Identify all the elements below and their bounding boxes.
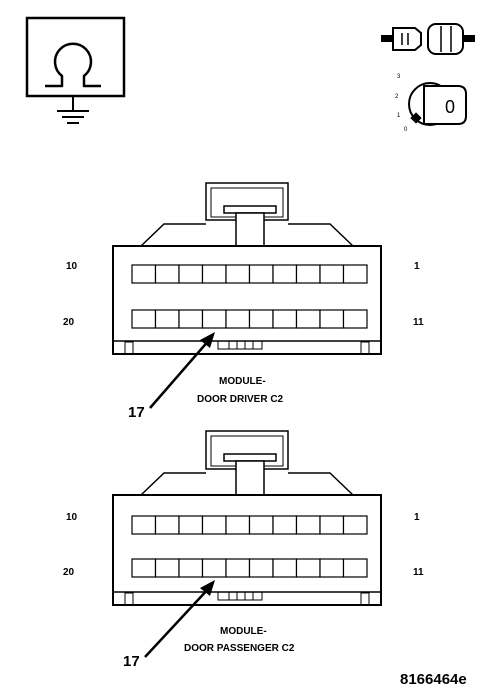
cavity-row-top bbox=[131, 264, 368, 284]
ignition-key-off-icon: 3 2 1 0 0 bbox=[395, 74, 467, 133]
callout-pin-17: 17 bbox=[123, 653, 140, 670]
pin-cavity bbox=[342, 515, 368, 535]
pin-number-1: 1 bbox=[414, 512, 420, 523]
pin-cavity bbox=[178, 515, 204, 535]
pin-cavity bbox=[154, 309, 180, 329]
pin-cavity bbox=[342, 264, 368, 284]
connector-disconnect-icon bbox=[381, 23, 475, 55]
pin-cavity bbox=[272, 558, 298, 578]
pin-cavity bbox=[295, 515, 321, 535]
connector-door-driver-c2: 10 1 20 11 17 MODULE- DOOR DRIVER C2 bbox=[63, 182, 424, 421]
pin-cavity bbox=[178, 264, 204, 284]
pin-cavity bbox=[178, 558, 204, 578]
pin-cavity bbox=[319, 309, 345, 329]
pin-cavity bbox=[295, 264, 321, 284]
pin-cavity bbox=[319, 515, 345, 535]
pin-cavity bbox=[248, 515, 274, 535]
pin-cavity bbox=[201, 558, 227, 578]
pin-cavity bbox=[319, 264, 345, 284]
pin-cavity bbox=[131, 309, 157, 329]
pin-cavity bbox=[225, 558, 251, 578]
key-label: 0 bbox=[445, 97, 455, 117]
pin-cavity bbox=[154, 515, 180, 535]
pin-cavity bbox=[248, 558, 274, 578]
pin-cavity bbox=[295, 309, 321, 329]
pin-cavity bbox=[131, 515, 157, 535]
pin-cavity bbox=[272, 515, 298, 535]
pin-cavity bbox=[225, 264, 251, 284]
callout-pin-17: 17 bbox=[128, 404, 145, 421]
pin-cavity bbox=[295, 558, 321, 578]
pin-cavity bbox=[342, 309, 368, 329]
pin-cavity bbox=[201, 515, 227, 535]
connector-label-line1: MODULE- bbox=[219, 376, 266, 387]
ignition-position-0: 0 bbox=[404, 127, 408, 133]
pin-number-10: 10 bbox=[66, 261, 78, 272]
ignition-position-3: 3 bbox=[397, 74, 401, 80]
pin-cavity bbox=[248, 309, 274, 329]
pin-cavity bbox=[248, 264, 274, 284]
pin-cavity bbox=[225, 515, 251, 535]
cavity-row-top bbox=[131, 515, 368, 535]
ohmmeter-ground-icon bbox=[25, 16, 126, 124]
pin-number-11: 11 bbox=[413, 567, 424, 578]
pin-number-20: 20 bbox=[63, 317, 75, 328]
ignition-position-2: 2 bbox=[395, 94, 399, 100]
connector-door-passenger-c2: 10 1 20 11 17 MODULE- DOOR PASSENGER C2 bbox=[63, 430, 424, 670]
pin-number-11: 11 bbox=[413, 317, 424, 328]
pin-number-10: 10 bbox=[66, 512, 78, 523]
connector-label-line2: DOOR DRIVER C2 bbox=[197, 394, 284, 405]
pin-cavity bbox=[272, 309, 298, 329]
pin-cavity bbox=[178, 309, 204, 329]
cavity-row-bottom bbox=[131, 309, 368, 329]
pin-number-20: 20 bbox=[63, 567, 75, 578]
connector-label-line1: MODULE- bbox=[220, 626, 267, 637]
pin-cavity bbox=[154, 264, 180, 284]
pin-cavity bbox=[225, 309, 251, 329]
pin-cavity bbox=[131, 558, 157, 578]
ignition-position-1: 1 bbox=[397, 113, 401, 119]
pin-cavity bbox=[319, 558, 345, 578]
connector-label-line2: DOOR PASSENGER C2 bbox=[184, 643, 295, 654]
reference-code: 8166464e bbox=[400, 671, 467, 688]
cavity-row-bottom bbox=[131, 558, 368, 578]
pin-cavity bbox=[342, 558, 368, 578]
pin-cavity bbox=[201, 309, 227, 329]
pin-cavity bbox=[272, 264, 298, 284]
pin-cavity bbox=[131, 264, 157, 284]
pin-cavity bbox=[201, 264, 227, 284]
pin-number-1: 1 bbox=[414, 261, 420, 272]
pin-cavity bbox=[154, 558, 180, 578]
